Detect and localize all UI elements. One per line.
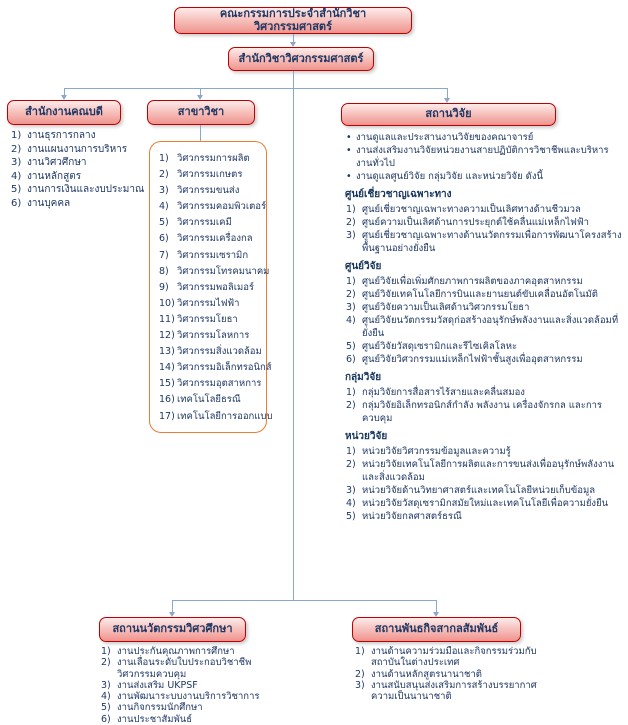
bullet-item: งานดูแลและประสานงานวิจัยของคณาจารย์ — [345, 131, 625, 144]
list-item: วิศวกรรมเซรามิก — [159, 248, 249, 264]
arrow-down-icon — [290, 42, 296, 47]
list-item: วิศวกรรมโทรคมนาคม — [159, 264, 270, 280]
list-item: ศูนย์วิจัยนวัตกรรมวัสดุก่อสร้างอนุรักษ์พ… — [346, 314, 619, 339]
connector-line — [436, 600, 437, 612]
arrow-down-icon — [197, 95, 203, 100]
research-section-header: ศูนย์วิจัย — [345, 261, 382, 272]
school-box: สำนักวิชาวิศวกรรมศาสตร์ — [228, 47, 374, 71]
connector-line — [293, 88, 294, 600]
list-item: ศูนย์วิจัยความเป็นเลิศด้านวิศวกรรมโยธา — [346, 301, 530, 314]
list-item: วิศวกรรมโยธา — [159, 312, 238, 328]
list-item: งานแผนงานการบริหาร — [11, 143, 128, 156]
list-item: วิศวกรรมเคมี — [159, 215, 232, 231]
list-item: หน่วยวิจัยกลศาสตร์ธรณี — [346, 510, 462, 523]
innovation-list: งานประกันคุณภาพการศึกษางานเลื่อนระดับใบป… — [100, 646, 268, 725]
bullet-item: งานดูแลศูนย์วิจัย กลุ่มวิจัย และหน่วยวิจ… — [345, 170, 625, 183]
list-item: วิศวกรรมไฟฟ้า — [159, 296, 240, 312]
list-item: งานประชาสัมพันธ์ — [101, 713, 193, 725]
research-box: สถานวิจัย — [341, 103, 556, 126]
list-item: งานพัฒนาระบบงานบริการวิชาการ — [101, 691, 260, 703]
list-item: ศูนย์ความเป็นเลิศด้านการประยุกต์ใช้คลื่น… — [346, 216, 589, 229]
connector-line — [64, 88, 448, 89]
list-item: ศูนย์เชี่ยวชาญเฉพาะทางด้านนวัตกรรมเพื่อก… — [346, 229, 622, 254]
arrow-down-icon — [169, 612, 175, 617]
research-panel: งานดูแลและประสานงานวิจัยของคณาจารย์งานส่… — [345, 131, 625, 523]
list-item: หน่วยวิจัยด้านวิทยาศาสตร์และเทคโนโลยีหน่… — [346, 484, 596, 497]
research-section-header: ศูนย์เชี่ยวชาญเฉพาะทาง — [345, 189, 452, 200]
connector-line — [293, 34, 294, 42]
dean-office-box: สำนักงานคณบดี — [7, 100, 121, 125]
bullet-item: งานส่งเสริมงานวิจัยหน่วยงานสายปฏิบัติการ… — [345, 144, 625, 170]
list-item: วิศวกรรมสิ่งแวดล้อม — [159, 344, 262, 360]
dean-office-list: งานธุรการกลางงานแผนงานการบริหารงานวิศวศึ… — [10, 129, 150, 210]
committee-box: คณะกรรมการประจำสำนักวิชาวิศวกรรมศาสตร์ — [174, 7, 412, 34]
connector-line — [200, 88, 201, 95]
list-item: วิศวกรรมโลหการ — [159, 328, 250, 344]
list-item: งานหลักสูตร — [11, 170, 82, 183]
list-item: งานด้านหลักสูตรนานาชาติ — [355, 668, 482, 681]
connector-line — [447, 88, 448, 98]
list-item: กลุ่มวิจัยอิเล็กทรอนิกส์กำลัง พลังงาน เค… — [346, 399, 603, 424]
research-section-header: หน่วยวิจัย — [345, 431, 388, 442]
connector-line — [172, 600, 436, 601]
research-section: หน่วยวิจัย หน่วยวิจัยวิศวกรรมข้อมูลและคว… — [345, 430, 625, 523]
list-item: งานวิศวศึกษา — [11, 156, 87, 169]
arrow-down-icon — [433, 612, 439, 617]
list-item: งานประกันคุณภาพการศึกษา — [101, 646, 235, 658]
connector-line — [200, 125, 201, 141]
departments-panel: วิศวกรรมการผลิตวิศวกรรมเกษตรวิศวกรรมขนส่… — [149, 141, 273, 433]
list-item: วิศวกรรมขนส่ง — [159, 183, 240, 199]
list-item: งานด้านความร่วมมือและกิจกรรมร่วมกับสถาบั… — [355, 646, 537, 669]
list-item: กลุ่มวิจัยการสื่อสารไร้สายและคลื่นสมอง — [346, 386, 525, 399]
list-item: หน่วยวิจัยเทคโนโลยีการผลิตและการขนส่งเพื… — [346, 458, 615, 483]
list-item: เทคโนโลยีการออกแบบ — [159, 409, 273, 425]
connector-line — [64, 88, 65, 95]
international-list: งานด้านความร่วมมือและกิจกรรมร่วมกับสถาบั… — [354, 646, 540, 702]
list-item: วิศวกรรมเกษตร — [159, 167, 243, 183]
research-section: ศูนย์เชี่ยวชาญเฉพาะทาง ศูนย์เชี่ยวชาญเฉพ… — [345, 188, 625, 255]
list-item: หน่วยวิจัยวัสดุเซรามิกสมัยใหม่และเทคโนโล… — [346, 497, 609, 510]
list-item: วิศวกรรมเครื่องกล — [159, 231, 253, 247]
research-section-header: กลุ่มวิจัย — [345, 372, 382, 383]
list-item: งานเลื่อนระดับใบประกอบวิชาชีพวิศวกรรมควบ… — [101, 657, 252, 680]
list-item: งานส่งเสริม UKPSF — [101, 679, 198, 692]
list-item: งานการเงินและงบประมาณ — [11, 183, 145, 196]
departments-box: สาขาวิชา — [147, 100, 255, 125]
arrow-down-icon — [444, 98, 450, 103]
research-section-list: หน่วยวิจัยวิศวกรรมข้อมูลและความรู้หน่วยว… — [345, 445, 625, 523]
list-item: ศูนย์วิจัยเทคโนโลยีการบินและยานยนต์ขับเค… — [346, 288, 598, 301]
list-item: งานบุคคล — [11, 197, 71, 210]
list-item: ศูนย์เชี่ยวชาญเฉพาะทางความเป็นเลิศทางด้า… — [346, 203, 581, 216]
list-item: งานสนับสนุนส่งเสริมการสร้างบรรยากาศความเ… — [355, 679, 537, 703]
research-section-list: ศูนย์เชี่ยวชาญเฉพาะทางความเป็นเลิศทางด้า… — [345, 203, 625, 255]
international-box: สถานพันธกิจสากลสัมพันธ์ — [352, 617, 521, 642]
list-item: วิศวกรรมพอลิเมอร์ — [159, 280, 255, 296]
connector-line — [172, 600, 173, 612]
list-item: เทคโนโลยีธรณี — [159, 392, 241, 408]
research-section-list: ศูนย์วิจัยเพื่อเพิ่มศักยภาพการผลิตของภาค… — [345, 275, 625, 366]
connector-line — [293, 71, 294, 88]
list-item: วิศวกรรมอุตสาหการ — [159, 376, 262, 392]
list-item: วิศวกรรมอิเล็กทรอนิกส์ — [159, 360, 272, 376]
list-item: ศูนย์วิจัยวัสดุเซรามิกและรีไซเคิลโลหะ — [346, 340, 518, 353]
list-item: งานธุรการกลาง — [11, 129, 96, 142]
innovation-box: สถานนวัตกรรมวิศวศึกษา — [99, 617, 246, 642]
research-sections: ศูนย์เชี่ยวชาญเฉพาะทาง ศูนย์เชี่ยวชาญเฉพ… — [345, 188, 625, 523]
list-item: วิศวกรรมการผลิต — [159, 151, 250, 167]
research-section: กลุ่มวิจัย กลุ่มวิจัยการสื่อสารไร้สายและ… — [345, 371, 625, 425]
research-section-list: กลุ่มวิจัยการสื่อสารไร้สายและคลื่นสมองกล… — [345, 386, 625, 425]
list-item: ศูนย์วิจัยเพื่อเพิ่มศักยภาพการผลิตของภาค… — [346, 275, 583, 288]
research-section: ศูนย์วิจัย ศูนย์วิจัยเพื่อเพิ่มศักยภาพกา… — [345, 260, 625, 366]
arrow-down-icon — [61, 95, 67, 100]
departments-list: วิศวกรรมการผลิตวิศวกรรมเกษตรวิศวกรรมขนส่… — [158, 151, 273, 425]
list-item: หน่วยวิจัยวิศวกรรมข้อมูลและความรู้ — [346, 445, 511, 458]
list-item: งานกิจกรรมนักศึกษา — [101, 702, 203, 714]
list-item: ศูนย์วิจัยวิศวกรรมแม่เหล็กไฟฟ้าชั้นสูงเพ… — [346, 353, 583, 366]
research-bullets: งานดูแลและประสานงานวิจัยของคณาจารย์งานส่… — [345, 131, 625, 183]
list-item: วิศวกรรมคอมพิวเตอร์ — [159, 199, 267, 215]
